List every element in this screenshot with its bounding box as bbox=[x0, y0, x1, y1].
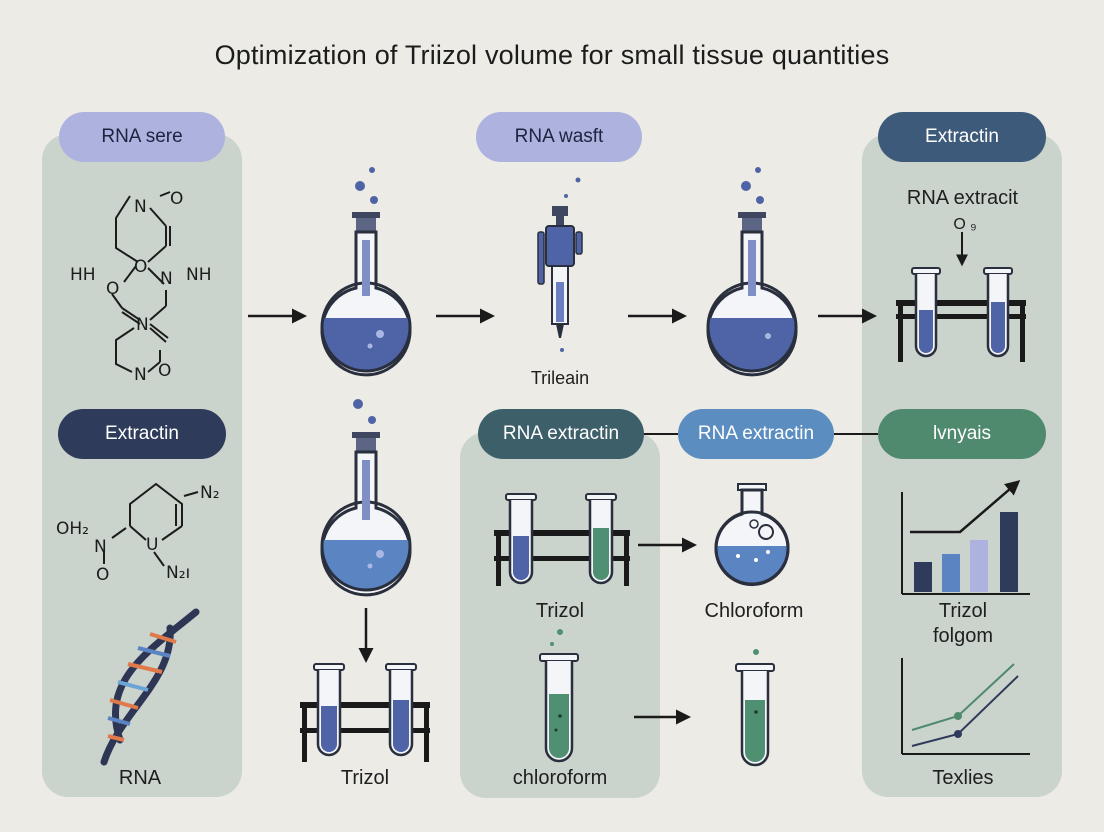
chem-atom: HH bbox=[70, 265, 96, 285]
test-tube-rack-icon bbox=[896, 267, 1026, 362]
chem-atom: N bbox=[134, 197, 147, 217]
chem-atom: O bbox=[96, 565, 109, 585]
pipette-icon bbox=[537, 177, 583, 352]
test-tube-icon bbox=[735, 649, 775, 767]
page-title: Optimization of Triizol volume for small… bbox=[214, 40, 890, 70]
label-rna-extract: RNA extracit bbox=[906, 187, 1019, 209]
label-texlies: Texlies bbox=[932, 767, 994, 789]
chem-atom: N₂ bbox=[200, 483, 220, 503]
chem-structure-top bbox=[111, 191, 171, 373]
label-chloroform-lower: chloroform bbox=[512, 767, 608, 789]
label-trizol-folgom-1: Trizol bbox=[938, 600, 988, 622]
flask-icon bbox=[320, 167, 412, 377]
label-trizol-center: Trizol bbox=[535, 600, 585, 622]
pill-extractin-left: Extractin bbox=[58, 409, 226, 459]
chem-atom: O bbox=[170, 189, 183, 209]
label-trileain: Trileain bbox=[530, 368, 590, 388]
bar-chart-icon bbox=[901, 480, 1030, 595]
pill-rna-extractin-2: RNA extractin bbox=[678, 409, 834, 459]
pill-rna-extractin-1: RNA extractin bbox=[478, 409, 644, 459]
chem-structure-bottom bbox=[103, 482, 199, 567]
test-tube-icon bbox=[539, 629, 579, 763]
flask-icon bbox=[320, 399, 412, 597]
chem-atom: O bbox=[158, 361, 171, 381]
chem-structure-top-labels: N O HH O O N NH N N O bbox=[70, 189, 212, 385]
label-rna: RNA bbox=[118, 767, 162, 789]
pill-extractin-top: Extractin bbox=[878, 112, 1046, 162]
pill-rna-wasft: RNA wasft bbox=[476, 112, 642, 162]
pill-lvnyais: lvnyais bbox=[878, 409, 1046, 459]
label-trizol-bottom: Trizol bbox=[340, 767, 390, 789]
chem-atom: N bbox=[160, 269, 173, 289]
chem-atom: N bbox=[134, 365, 147, 385]
chem-atom: NH bbox=[186, 265, 212, 285]
flask-icon bbox=[714, 483, 790, 587]
test-tube-rack-icon bbox=[300, 663, 430, 762]
label-o: O ₉ bbox=[953, 216, 977, 233]
test-tube-rack-icon bbox=[494, 493, 630, 586]
flask-icon bbox=[706, 167, 798, 377]
chem-atom: N bbox=[94, 537, 107, 557]
chem-atom: OH₂ bbox=[56, 519, 89, 539]
chem-atom: N bbox=[136, 315, 149, 335]
dna-helix-icon bbox=[100, 608, 200, 766]
label-trizol-folgom-2: folgom bbox=[932, 625, 994, 647]
chem-atom: N₂ı bbox=[166, 563, 190, 583]
chem-atom: U bbox=[146, 535, 158, 555]
chem-atom: O bbox=[134, 257, 147, 277]
chem-atom: O bbox=[106, 279, 119, 299]
label-chloroform: Chloroform bbox=[704, 600, 804, 622]
line-chart-icon bbox=[901, 658, 1030, 755]
chem-structure-bottom-labels: N₂ OH₂ N U O N₂ı bbox=[56, 483, 220, 585]
pill-rna-sere: RNA sere bbox=[59, 112, 225, 162]
